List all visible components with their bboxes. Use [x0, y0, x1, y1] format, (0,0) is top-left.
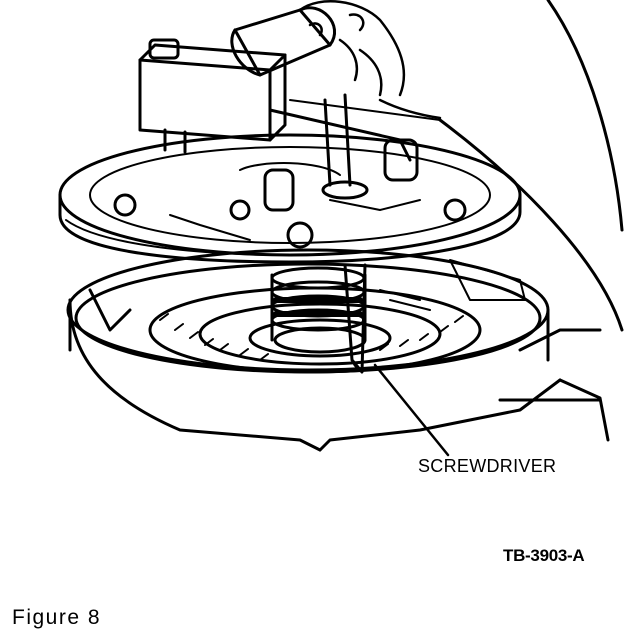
- figure-caption: Figure 8: [12, 606, 102, 629]
- screwdriver: [343, 263, 369, 374]
- case-housing: [68, 0, 624, 452]
- puller-bridge: [138, 38, 441, 162]
- pump-plate: [58, 133, 522, 264]
- screwdriver-callout-label: SCREWDRIVER: [418, 456, 557, 476]
- callout-leader-line: [373, 363, 450, 457]
- drawing-code: TB-3903-A: [503, 546, 585, 565]
- hand: [298, 0, 442, 120]
- tool-handle: [230, 6, 352, 187]
- clutch-drum: [66, 248, 550, 374]
